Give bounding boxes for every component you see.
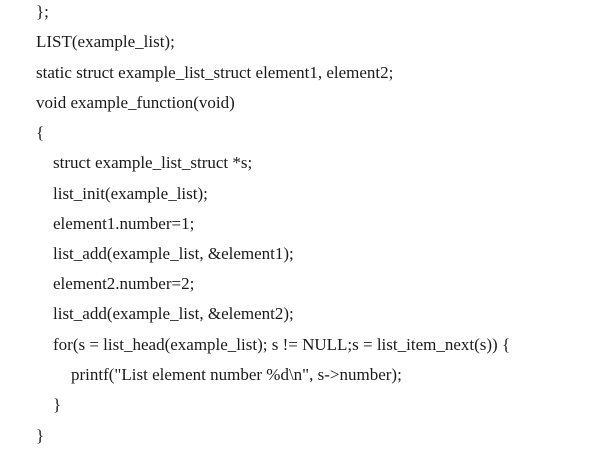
code-line-6: struct example_list_struct *s;	[53, 153, 253, 172]
code-line-11: list_add(example_list, &element2);	[53, 304, 294, 323]
code-line-5: {	[36, 123, 45, 142]
code-line-7: list_init(example_list);	[53, 184, 208, 203]
code-line-14: }	[53, 395, 62, 414]
code-line-13: printf("List element number %d\n", s->nu…	[71, 365, 402, 384]
code-line-8: element1.number=1;	[53, 214, 195, 233]
code-line-1: };	[36, 2, 49, 21]
code-line-12: for(s = list_head(example_list); s != NU…	[53, 335, 511, 354]
code-line-10: element2.number=2;	[53, 274, 195, 293]
code-line-4: void example_function(void)	[36, 93, 235, 112]
code-line-15: }	[36, 426, 45, 445]
code-line-9: list_add(example_list, &element1);	[53, 244, 294, 263]
code-line-2: LIST(example_list);	[36, 32, 175, 51]
code-line-3: static struct example_list_struct elemen…	[36, 63, 394, 82]
